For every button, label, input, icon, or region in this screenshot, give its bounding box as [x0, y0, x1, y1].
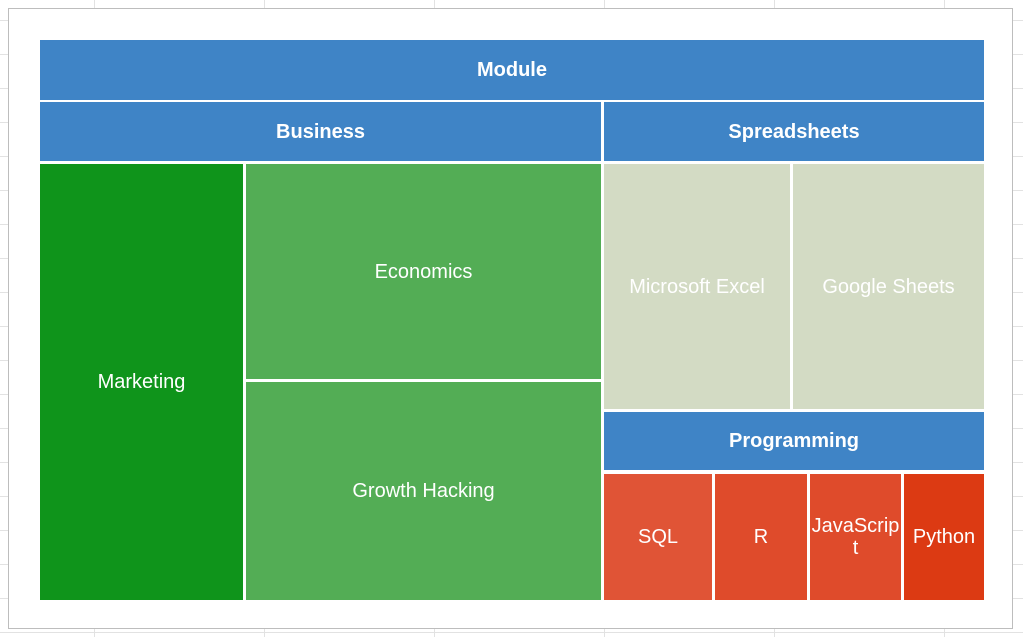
treemap-cell-growth-hacking[interactable]: Growth Hacking: [246, 382, 601, 600]
treemap-header-module[interactable]: Module: [40, 40, 984, 100]
treemap-header-programming[interactable]: Programming: [604, 412, 984, 470]
treemap-cell-javascript[interactable]: JavaScript: [810, 474, 901, 600]
treemap-cell-economics[interactable]: Economics: [246, 164, 601, 379]
treemap-cell-marketing[interactable]: Marketing: [40, 164, 243, 600]
treemap-header-spreadsheets[interactable]: Spreadsheets: [604, 102, 984, 161]
treemap-header-business[interactable]: Business: [40, 102, 601, 161]
treemap-cell-sql[interactable]: SQL: [604, 474, 712, 600]
treemap-cell-microsoft-excel[interactable]: Microsoft Excel: [604, 164, 790, 409]
treemap-cell-r[interactable]: R: [715, 474, 807, 600]
treemap-cell-python[interactable]: Python: [904, 474, 984, 600]
treemap-cell-google-sheets[interactable]: Google Sheets: [793, 164, 984, 409]
treemap-chart[interactable]: Module Business Spreadsheets Marketing E…: [8, 8, 1013, 629]
